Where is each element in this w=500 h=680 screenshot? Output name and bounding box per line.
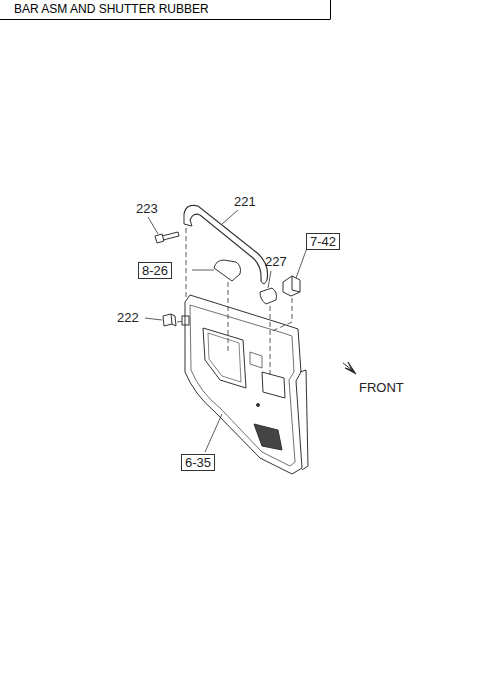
front-arrow (343, 362, 356, 374)
title: BAR ASM AND SHUTTER RUBBER (14, 2, 209, 17)
assist-bar-end (184, 214, 192, 226)
door-trim-inner (190, 305, 295, 466)
callout-number: 227 (265, 254, 287, 269)
assist-bar-end (261, 280, 267, 284)
header-rule (330, 0, 331, 20)
clip-hole (182, 316, 189, 325)
cap (260, 288, 277, 304)
switch-recess (262, 372, 285, 398)
assist-bar (190, 214, 261, 281)
trim-detail (250, 352, 262, 368)
trim-hole (257, 404, 260, 407)
reference-box: 7-42 (306, 233, 340, 250)
direction-label: FRONT (359, 380, 404, 395)
shutter-rubber (283, 276, 300, 296)
reference-box: 6-35 (181, 454, 215, 471)
door-trim-panel (185, 295, 302, 474)
clip (163, 314, 176, 326)
callout-number: 223 (136, 201, 158, 216)
reference-number: 6-35 (185, 455, 211, 470)
handle-recess (203, 328, 246, 388)
assist-bar (184, 205, 268, 280)
reference-number: 8-26 (142, 263, 168, 278)
lower-pocket (254, 424, 282, 450)
leader-lines (145, 210, 307, 452)
assembly-lines (177, 228, 292, 378)
bolt-shank (162, 232, 179, 240)
door-trim-edge (300, 370, 308, 470)
callout-number: 221 (234, 194, 256, 209)
cover (214, 260, 241, 281)
callout-number: 222 (117, 310, 139, 325)
reference-number: 7-42 (310, 234, 336, 249)
header-rule (0, 19, 330, 20)
reference-box: 8-26 (138, 262, 172, 279)
handle-recess-inner (208, 333, 241, 382)
